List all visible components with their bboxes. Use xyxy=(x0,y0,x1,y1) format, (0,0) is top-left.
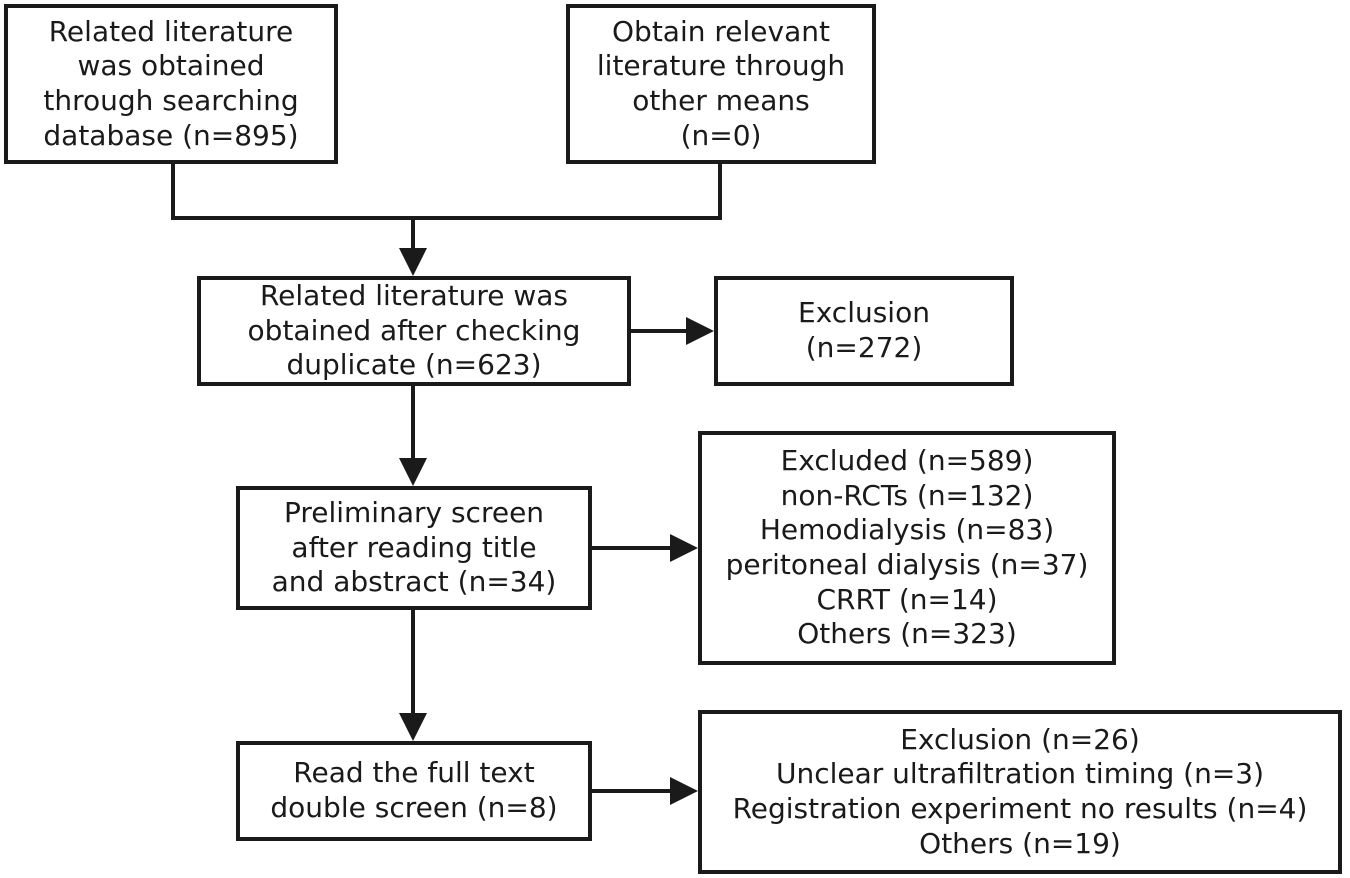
box-line: after reading title xyxy=(291,530,537,564)
box-line: Registration experiment no results (n=4) xyxy=(732,792,1308,825)
other-means-box: Obtain relevant literature through other… xyxy=(566,4,876,164)
full-text-box: Read the full text double screen (n=8) xyxy=(236,741,592,841)
box-line: Obtain relevant xyxy=(612,14,830,48)
preliminary-screen-box: Preliminary screen after reading title a… xyxy=(236,486,592,610)
box-line: Others (n=323) xyxy=(797,617,1017,651)
box-line: and abstract (n=34) xyxy=(271,565,557,599)
database-search-box: Related literature was obtained through … xyxy=(4,4,338,164)
full-to-excl-arrowhead xyxy=(670,777,698,805)
box-line: duplicate (n=623) xyxy=(286,348,542,382)
prelim-to-full-arrowhead xyxy=(399,713,427,741)
box-line: literature through xyxy=(596,49,846,83)
box-line: (n=0) xyxy=(680,118,762,152)
after-duplicates-box: Related literature was obtained after ch… xyxy=(197,276,631,386)
dup-to-prelim-arrowhead xyxy=(399,458,427,486)
box-line: Read the full text xyxy=(293,756,535,790)
box-line: peritoneal dialysis (n=37) xyxy=(725,548,1089,581)
box-line: database (n=895) xyxy=(43,118,299,152)
dup-to-excl-arrowhead xyxy=(686,317,714,345)
box-line: obtained after checking xyxy=(247,313,581,347)
box-line: Related literature xyxy=(48,14,294,48)
box-line: Related literature was xyxy=(259,278,569,312)
box-line: other means xyxy=(632,84,810,117)
box-line: Others (n=19) xyxy=(919,826,1121,860)
merge-arrowhead xyxy=(399,248,427,276)
excluded-screen-box: Excluded (n=589) non-RCTs (n=132) Hemodi… xyxy=(698,431,1116,665)
box-line: Excluded (n=589) xyxy=(780,443,1034,477)
box-line: non-RCTs (n=132) xyxy=(780,478,1034,512)
merge-connector xyxy=(171,164,722,220)
box-line: Preliminary screen xyxy=(283,495,545,529)
box-line: (n=272) xyxy=(805,331,923,364)
box-line: through searching xyxy=(43,84,299,117)
box-line: CRRT (n=14) xyxy=(816,582,998,616)
box-line: Hemodialysis (n=83) xyxy=(759,513,1055,547)
box-line: Exclusion (n=26) xyxy=(900,722,1140,756)
prelim-to-excl-arrowhead xyxy=(670,534,698,562)
box-line: double screen (n=8) xyxy=(270,791,558,824)
exclusion-duplicates-box: Exclusion (n=272) xyxy=(714,276,1014,386)
box-line: was obtained xyxy=(77,49,265,83)
exclusion-full-text-box: Exclusion (n=26) Unclear ultrafiltration… xyxy=(698,710,1342,874)
box-line: Exclusion xyxy=(798,296,930,330)
box-line: Unclear ultrafiltration timing (n=3) xyxy=(775,757,1265,791)
